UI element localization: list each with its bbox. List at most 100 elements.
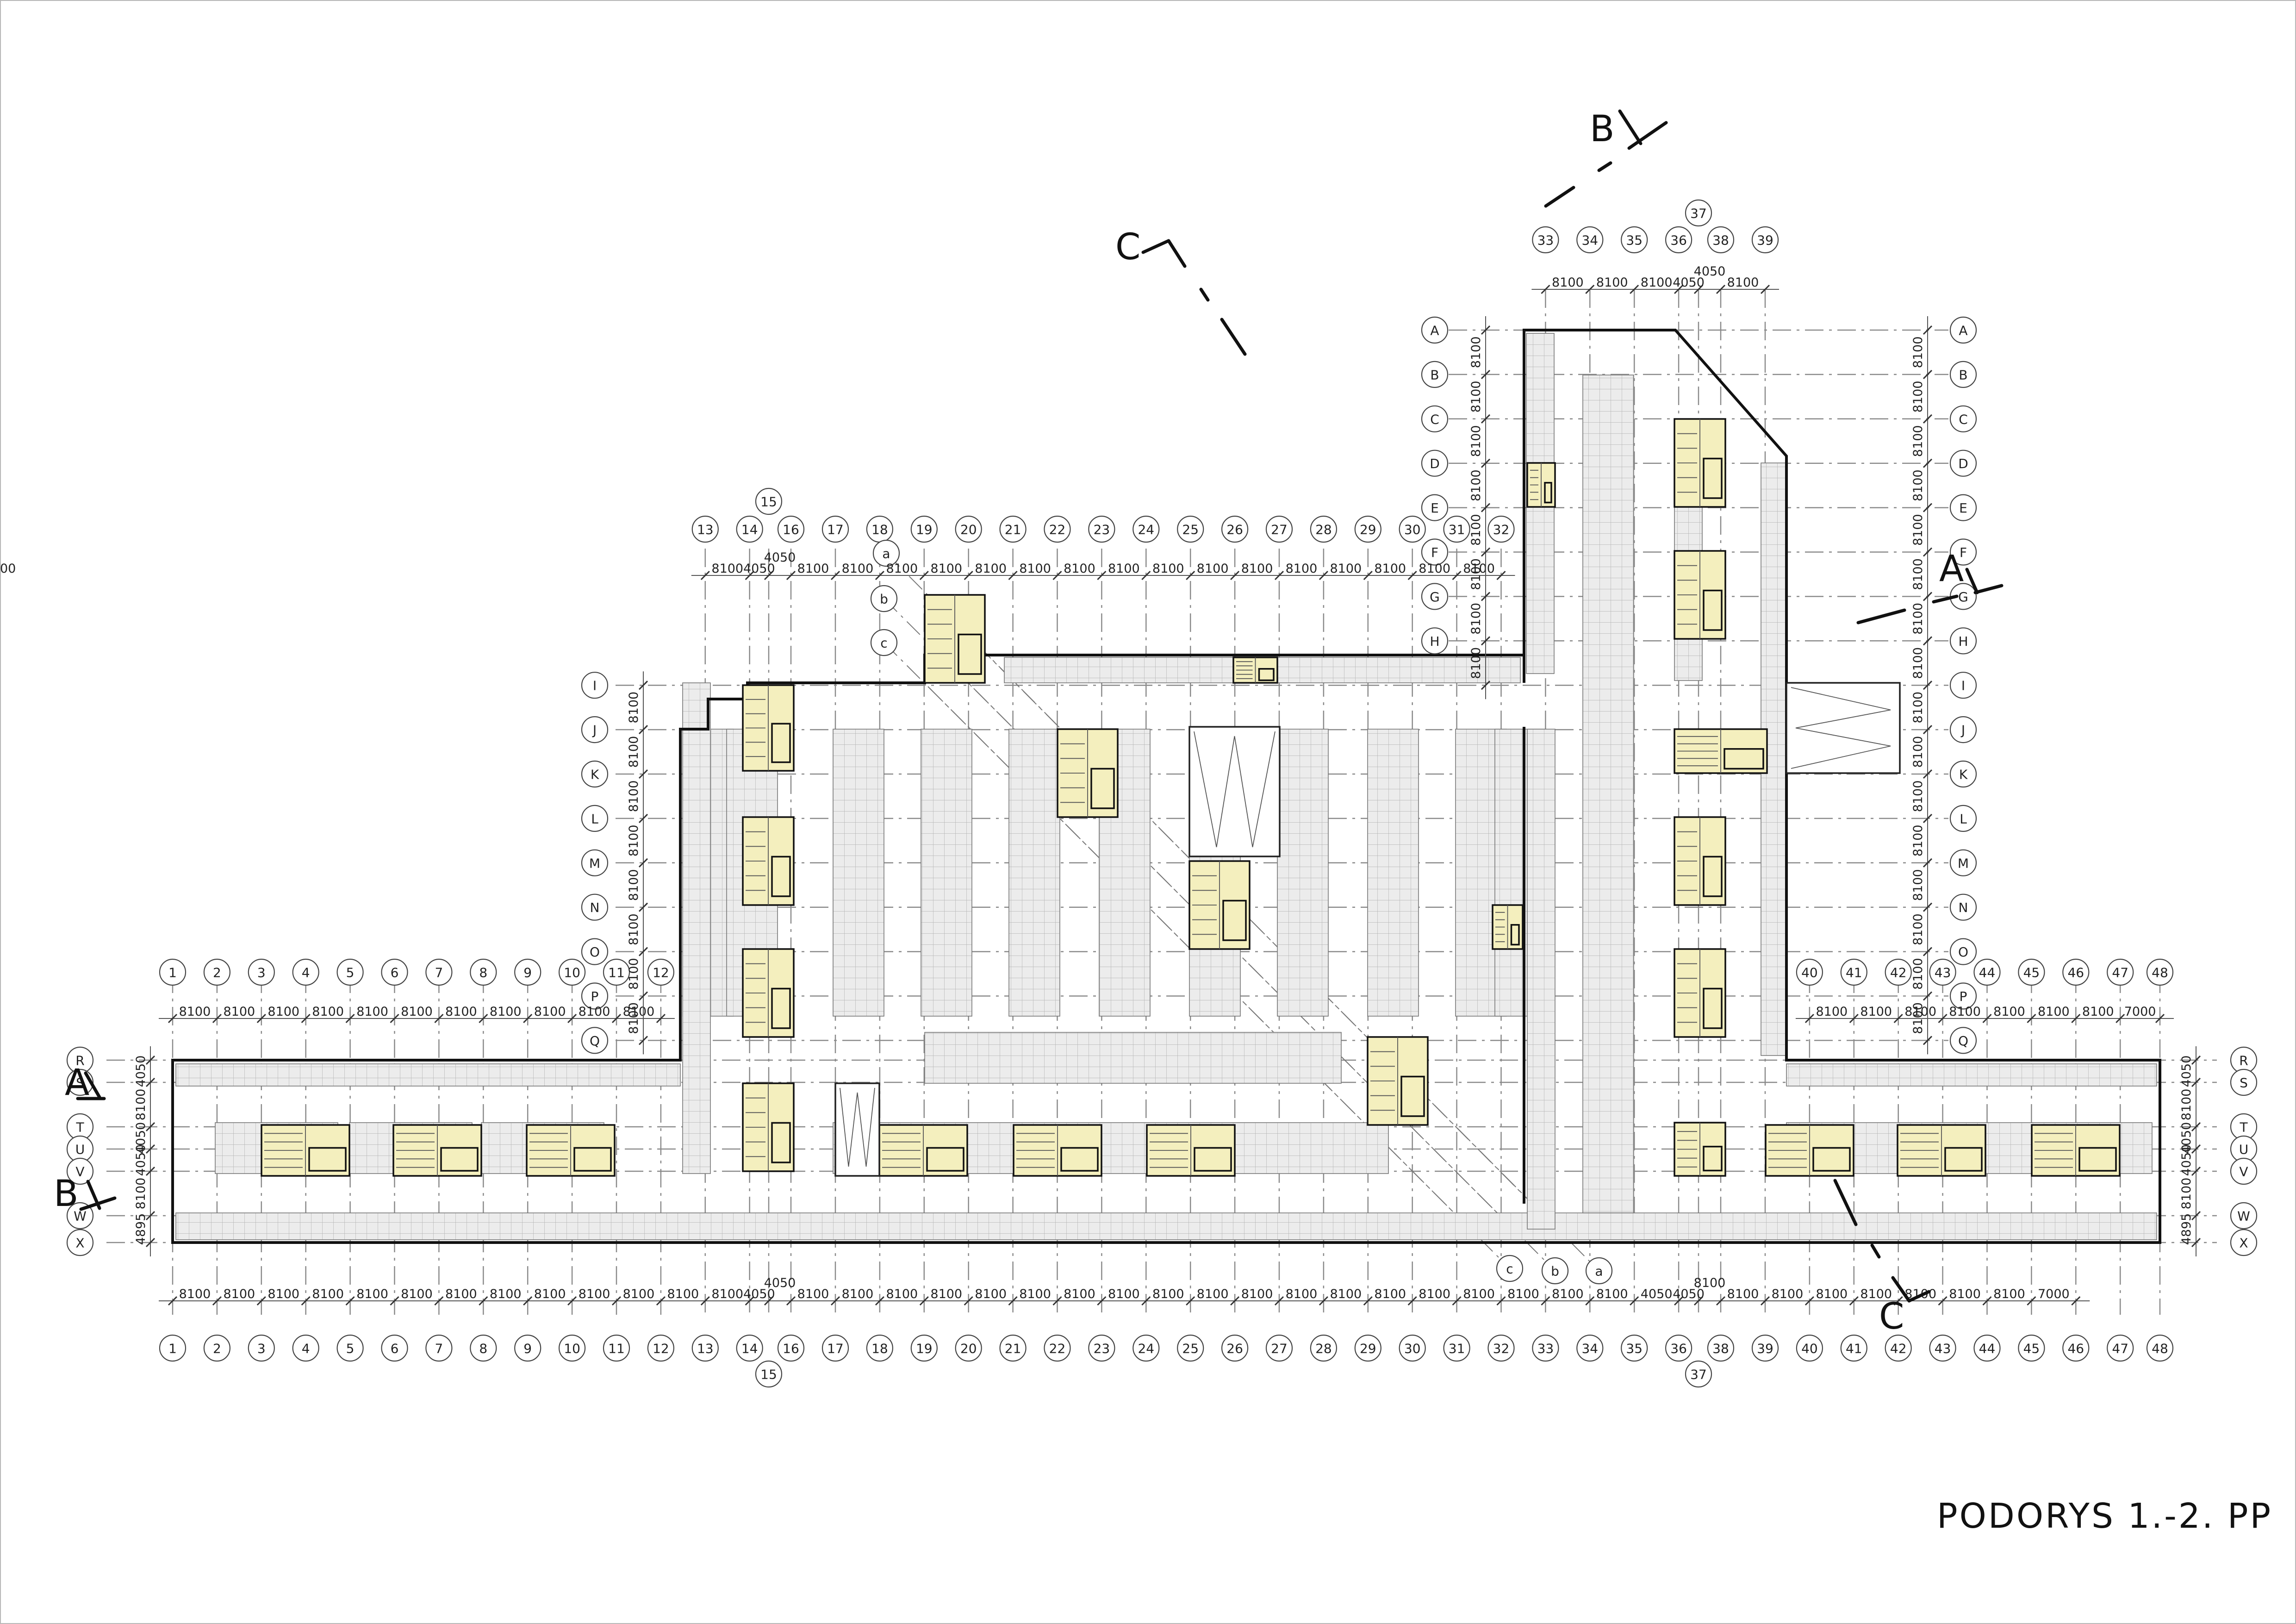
svg-text:15: 15 — [760, 494, 777, 510]
section-marker-a-right: A — [1856, 548, 2004, 625]
grid-bubble-col-39-bottom: 39 — [1751, 1334, 1779, 1362]
svg-text:8100: 8100 — [223, 1287, 255, 1301]
svg-text:E: E — [1431, 500, 1439, 516]
stair-core-tower-4 — [1674, 948, 1726, 1038]
svg-text:8100: 8100 — [1904, 1005, 1936, 1019]
drawing-title: PODORYS 1.-2. PP — [1937, 1496, 2272, 1536]
svg-text:8100: 8100 — [1911, 824, 1925, 856]
grid-bubble-col-13-top: 13 — [691, 515, 719, 543]
svg-text:8100: 8100 — [1019, 562, 1051, 576]
grid-bubble-row-A-right: A — [1949, 316, 1977, 344]
svg-text:8100: 8100 — [1911, 692, 1925, 724]
grid-bubble-row-E-right: E — [1949, 494, 1977, 521]
grid-bubble-col-24-bottom: 24 — [1132, 1334, 1160, 1362]
grid-bubble-col-30-top: 30 — [1399, 515, 1426, 543]
svg-text:26: 26 — [1226, 1341, 1243, 1356]
svg-text:8100: 8100 — [1463, 562, 1495, 576]
svg-text:8100: 8100 — [1772, 1287, 1804, 1301]
stair-core-central-5 — [1232, 656, 1278, 684]
section-label-b-top: B — [1590, 108, 1615, 150]
svg-text:8100: 8100 — [1469, 603, 1483, 635]
ramp-lower — [834, 1082, 880, 1177]
svg-text:8100: 8100 — [401, 1005, 433, 1019]
svg-text:20: 20 — [960, 522, 977, 537]
svg-text:37: 37 — [1690, 206, 1707, 221]
ramp-central — [1188, 726, 1281, 857]
grid-bubble-row-U-left: U — [66, 1135, 94, 1163]
svg-text:8100: 8100 — [1911, 736, 1925, 768]
svg-text:11: 11 — [608, 965, 625, 981]
svg-text:47: 47 — [2112, 1341, 2128, 1356]
svg-text:8100: 8100 — [223, 1005, 255, 1019]
grid-bubble-row-V-right: V — [2230, 1157, 2258, 1185]
ramp-east — [1786, 682, 1901, 774]
svg-text:8100: 8100 — [1019, 1287, 1051, 1301]
grid-bubble-col-7-top: 7 — [425, 958, 453, 986]
grid-bubble-row-X-right: X — [2230, 1229, 2258, 1256]
svg-text:40: 40 — [1801, 965, 1818, 981]
svg-text:25: 25 — [1182, 522, 1199, 537]
svg-text:4050: 4050 — [2179, 1056, 2194, 1087]
svg-text:T: T — [75, 1120, 84, 1135]
bays-west-edge — [682, 682, 711, 1174]
svg-text:8100: 8100 — [975, 562, 1007, 576]
grid-bubble-diag-a-top: a — [872, 539, 900, 567]
svg-text:A: A — [1959, 323, 1967, 338]
grid-bubble-col-22-bottom: 22 — [1044, 1334, 1071, 1362]
svg-text:c: c — [880, 636, 887, 651]
svg-text:4050: 4050 — [134, 1122, 148, 1154]
stair-core-tower-1 — [1674, 550, 1726, 640]
outer-walls — [171, 329, 2161, 1244]
grid-bubble-row-S-right: S — [2230, 1068, 2258, 1096]
stair-core-lower-7 — [1897, 1124, 1986, 1177]
svg-text:8100: 8100 — [1469, 469, 1483, 501]
svg-text:44: 44 — [1979, 965, 1996, 981]
grid-bubble-row-T-right: T — [2230, 1113, 2258, 1141]
svg-text:36: 36 — [1670, 1341, 1687, 1356]
svg-text:25: 25 — [1182, 1341, 1199, 1356]
svg-text:8100: 8100 — [1241, 562, 1273, 576]
grid-bubble-col-27-top: 27 — [1265, 515, 1293, 543]
svg-text:P: P — [591, 989, 599, 1004]
svg-text:42: 42 — [1890, 965, 1907, 981]
svg-text:8100: 8100 — [356, 1005, 388, 1019]
grid-bubble-col-29-bottom: 29 — [1354, 1334, 1381, 1362]
svg-text:8100: 8100 — [1911, 514, 1925, 546]
svg-text:7: 7 — [435, 1341, 443, 1356]
diagonal-axis-c — [884, 642, 1510, 1269]
svg-text:41: 41 — [1846, 965, 1862, 981]
svg-text:8100: 8100 — [1552, 275, 1584, 290]
svg-text:8100: 8100 — [1911, 469, 1925, 501]
svg-text:N: N — [590, 900, 600, 915]
bays-tower-spine — [1582, 375, 1634, 1213]
svg-text:8100: 8100 — [1911, 958, 1925, 990]
grid-bubble-col-33-bottom: 33 — [1532, 1334, 1559, 1362]
grid-bubble-row-I-right: I — [1949, 672, 1977, 699]
grid-bubble-row-P-right: P — [1949, 982, 1977, 1010]
svg-text:E: E — [1959, 500, 1967, 516]
svg-text:22: 22 — [1049, 522, 1066, 537]
grid-bubble-col-9-bottom: 9 — [514, 1334, 541, 1362]
grid-bubble-col-5-bottom: 5 — [336, 1334, 364, 1362]
grid-bubble-col-7-bottom: 7 — [425, 1334, 453, 1362]
grid-bubble-col-44-top: 44 — [1973, 958, 2001, 986]
grid-bubble-col-46-top: 46 — [2062, 958, 2090, 986]
svg-text:8100: 8100 — [2179, 1178, 2194, 1210]
grid-bubble-row-Q-left: Q — [581, 1027, 609, 1054]
svg-text:47: 47 — [2112, 965, 2128, 981]
stair-core-lower-8 — [2031, 1124, 2121, 1177]
svg-text:46: 46 — [2067, 1341, 2084, 1356]
svg-text:8100: 8100 — [1419, 562, 1450, 576]
svg-text:8100: 8100 — [579, 1287, 610, 1301]
section-label-c-bottom: C — [1879, 1296, 1904, 1337]
grid-bubble-col-3-bottom: 3 — [248, 1334, 275, 1362]
svg-text:4050: 4050 — [1673, 1287, 1705, 1301]
svg-text:38: 38 — [1712, 233, 1729, 248]
stair-cores — [261, 418, 2121, 1177]
svg-text:16: 16 — [783, 1341, 799, 1356]
svg-text:G: G — [1958, 589, 1968, 605]
svg-text:8100: 8100 — [356, 1287, 388, 1301]
svg-text:8100: 8100 — [627, 736, 641, 768]
